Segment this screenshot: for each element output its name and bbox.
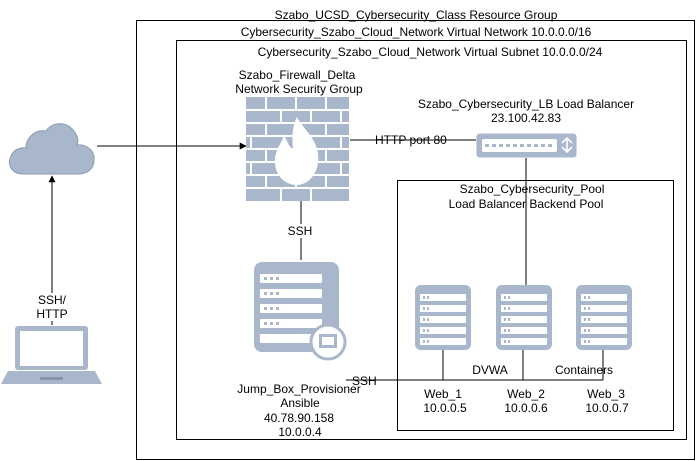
firewall-name: Szabo_Firewall_Delta [238, 68, 356, 82]
dvwa-label: DVWA [472, 363, 508, 377]
laptop-connection-label: SSH/ HTTP [36, 293, 68, 321]
subnet-label: Cybersecurity_Szabo_Cloud_Network Virtua… [257, 45, 603, 59]
http-port-label: HTTP port 80 [375, 133, 447, 147]
load-balancer-icon [476, 133, 577, 158]
firewall-icon [246, 97, 349, 201]
web-3-name: Web_3 [587, 387, 625, 401]
ssh-jumpbox-web-label: SSH [352, 374, 377, 388]
vnet-box [176, 40, 687, 440]
lb-name: Szabo_Cybersecurity_LB Load Balancer [417, 97, 635, 111]
jump-box-software: Ansible [280, 396, 320, 410]
web-1-server-icon [415, 285, 471, 350]
web-3-ip: 10.0.0.7 [585, 401, 629, 415]
containers-label: Containers [554, 363, 614, 377]
vnet-label: Cybersecurity_Szabo_Cloud_Network Virtua… [240, 25, 592, 39]
resource-group-box [136, 20, 695, 460]
jump-box-server-icon [254, 262, 347, 362]
laptop-connection-text: SSH/ HTTP [36, 293, 68, 321]
jump-box-private-ip: 10.0.0.4 [278, 425, 322, 439]
web-2-ip: 10.0.0.6 [504, 401, 548, 415]
web-1-ip: 10.0.0.5 [423, 401, 467, 415]
web-2-server-icon [496, 285, 552, 350]
web-2-name: Web_2 [507, 387, 545, 401]
jump-box-name: Jump_Box_Provisioner [237, 382, 361, 396]
firewall-type: Network Security Group [235, 82, 363, 96]
ssh-firewall-jumpbox-label: SSH [287, 224, 313, 238]
web-1-name: Web_1 [424, 387, 462, 401]
jump-box-public-ip: 40.78.90.158 [263, 411, 335, 425]
lb-ip: 23.100.42.83 [490, 111, 562, 125]
laptop-icon [0, 325, 103, 387]
web-3-server-icon [576, 285, 632, 350]
cloud-icon [5, 118, 97, 176]
backend-pool-name: Szabo_Cybersecurity_Pool [459, 182, 605, 196]
resource-group-label: Szabo_UCSD_Cybersecurity_Class Resource … [274, 8, 558, 22]
backend-pool-box [397, 180, 674, 431]
